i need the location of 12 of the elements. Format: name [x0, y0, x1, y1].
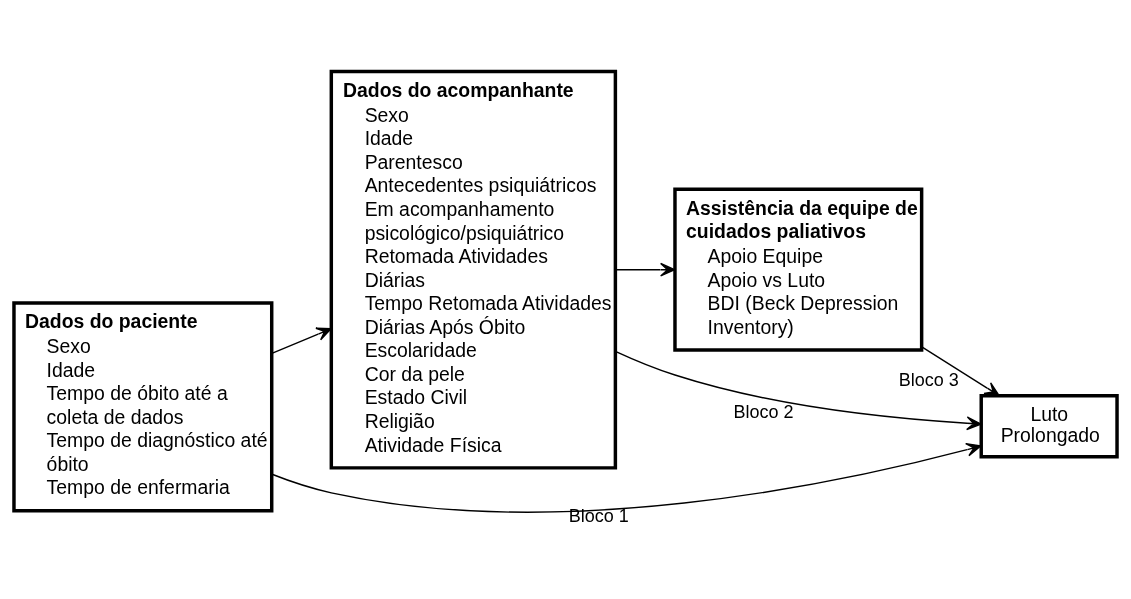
- node-box: Assistência da equipe de cuidados paliativos Apoio Equipe Apoio vs Luto BDI (Beck Depression Inventory): [673, 187, 924, 352]
- edge-label: Bloco 1: [568, 506, 629, 527]
- arrow: [921, 346, 1000, 397]
- node-box: Luto Prolongado: [979, 394, 1119, 459]
- edge-label: Bloco 3: [898, 369, 959, 390]
- arrow: [614, 262, 676, 277]
- arrow: [271, 327, 332, 355]
- node-box: Dados do acompanhante Sexo Idade Parentesco Antecedentes psiquiátricos Em acompanhamento psicológico/psiquiátrico Retomada Atividades Diárias Tempo Retomada Atividades Diárias Após Óbito Escolaridade Cor da pele Estado Civil Religião Atividade Física: [329, 69, 618, 470]
- node-box: Dados do paciente Sexo Idade Tempo de óbito até a coleta de dados Tempo de diagnóstico até óbito Tempo de enfermaria: [12, 301, 274, 513]
- arrow: [615, 350, 982, 431]
- edge-label: Bloco 2: [733, 402, 794, 423]
- arrow: [271, 442, 982, 513]
